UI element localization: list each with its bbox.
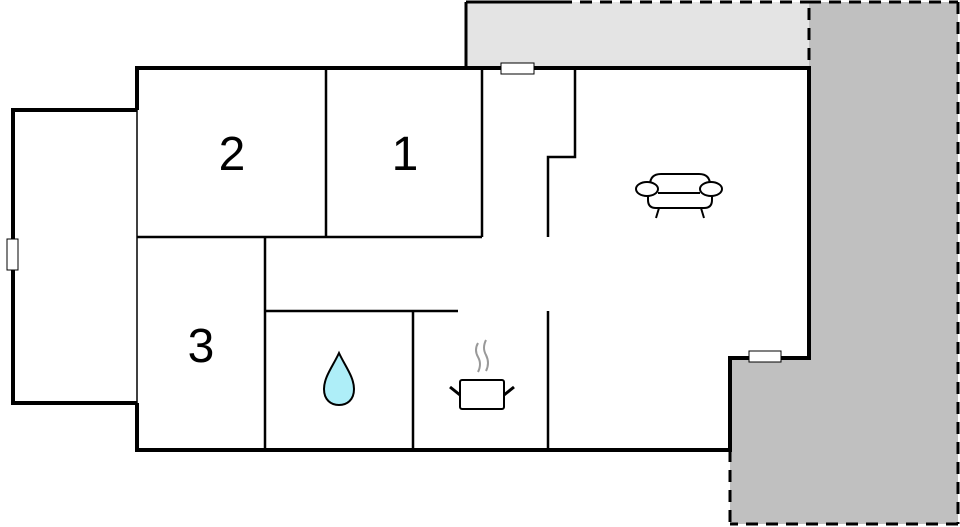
water-drop-icon: [322, 350, 356, 407]
interior-walls: [137, 68, 577, 450]
window-left: [6, 238, 19, 271]
cooking-pot-icon: [449, 339, 515, 410]
balcony-left: [6, 108, 138, 405]
terrace-right: [728, 0, 960, 526]
room-label-2: 2: [218, 128, 246, 181]
window-top: [500, 62, 535, 75]
terrace-top: [464, 0, 809, 68]
window-right: [748, 350, 782, 363]
armchair-icon: [635, 173, 723, 219]
room-label-1: 1: [391, 128, 419, 181]
room-label-3: 3: [187, 320, 215, 373]
